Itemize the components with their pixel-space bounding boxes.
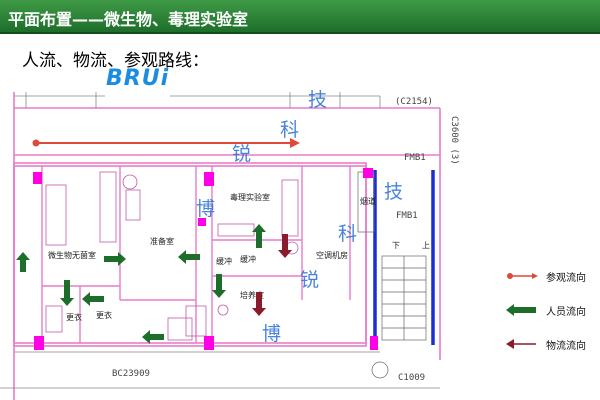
watermark-char-5: 锐 <box>232 143 251 165</box>
section-subtitle: 人流、物流、参观路线： <box>22 51 209 71</box>
room-tox: 毒理实验室 <box>230 192 270 202</box>
page-title: 平面布置——微生物、毒理实验室 <box>8 10 249 29</box>
room-fume: 烟道 <box>360 196 376 206</box>
stair-up: 上 <box>422 241 430 250</box>
brand-logo-text: BRUi <box>106 66 170 91</box>
watermark-char-2: 锐 <box>300 269 319 291</box>
stairwell-walls <box>373 170 435 345</box>
watermark-char-6: 科 <box>280 119 299 141</box>
watermark-char-1: 博 <box>196 198 215 220</box>
dim-fmb1-a: FMB1 <box>404 153 426 163</box>
dim-c2154: (C2154) <box>395 97 433 107</box>
benches <box>45 171 299 341</box>
legend-label-goods: 物流流向 <box>546 341 586 352</box>
room-buffer: 缓冲 <box>240 254 256 264</box>
outer-walls <box>13 92 441 400</box>
goods-flow-icon <box>506 339 536 349</box>
room-sterile: 微生物无菌室 <box>48 250 96 260</box>
room-ac: 空调机房 <box>316 250 348 260</box>
room-gown: 缓冲 <box>216 256 232 266</box>
goods-flow-arrows <box>252 234 292 316</box>
watermark-char-7: 技 <box>308 89 327 111</box>
visit-route <box>32 138 300 148</box>
room-change: 更衣 <box>66 312 82 322</box>
stairwell <box>357 171 427 379</box>
room-prep: 准备室 <box>150 236 174 246</box>
header-bar: 平面布置——微生物、毒理实验室 <box>0 0 600 34</box>
dim-bc23909: BC23909 <box>112 369 150 379</box>
room-culture: 培养室 <box>240 290 264 300</box>
legend-label-visit: 参观流向 <box>546 273 586 284</box>
stair-down: 下 <box>392 241 400 250</box>
columns <box>33 168 378 350</box>
watermark-char-4: 技 <box>384 181 403 203</box>
dim-fmb1-b: FMB1 <box>396 211 418 221</box>
dim-c3600: C3600 (3) <box>449 116 459 165</box>
dim-c1009: C1009 <box>398 373 425 383</box>
legend-item-visit: 参观流向 <box>504 268 600 284</box>
person-flow-icon <box>506 304 536 316</box>
brand-logo: BRUi <box>106 64 168 98</box>
room-dress: 更衣 <box>96 310 112 320</box>
watermark-char-3: 科 <box>338 223 357 245</box>
person-flow-arrows <box>16 224 266 344</box>
legend-label-person: 人员流向 <box>546 307 586 318</box>
legend-item-person: 人员流向 <box>504 302 600 318</box>
watermark-char-8: 博 <box>262 323 281 345</box>
visit-route-icon <box>507 273 538 279</box>
drawing-lines <box>0 92 440 389</box>
legend-item-goods: 物流流向 <box>504 336 600 352</box>
